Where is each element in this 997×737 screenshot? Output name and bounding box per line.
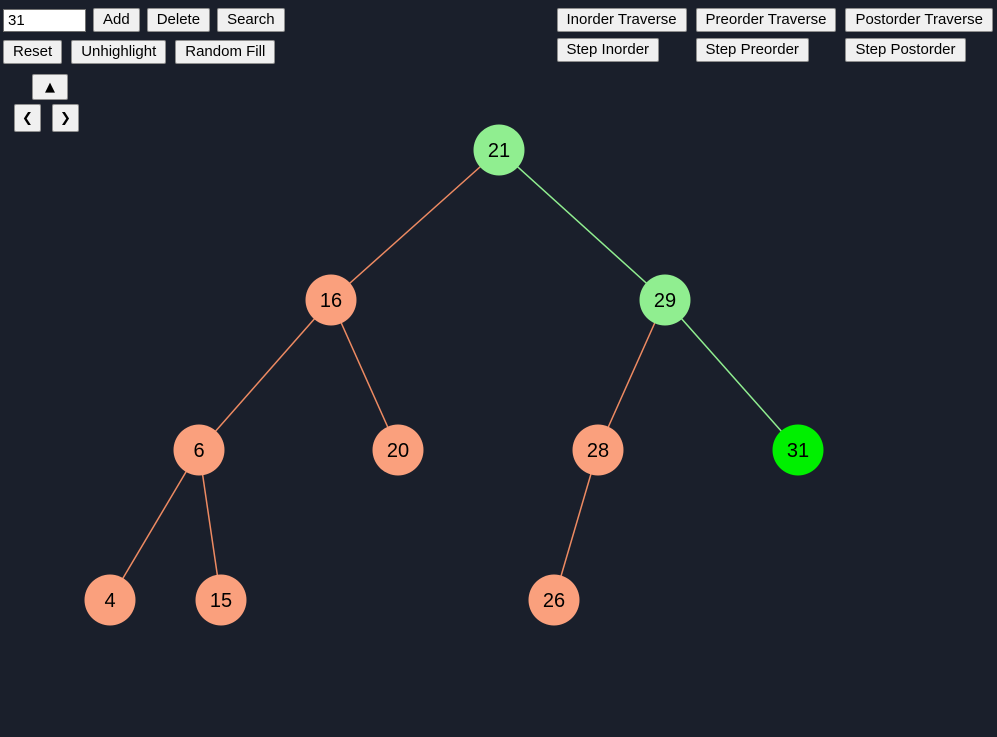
tree-node-value: 16 <box>320 290 342 312</box>
tree-node-28[interactable]: 28 <box>572 424 624 476</box>
tree-node-value: 28 <box>587 440 609 462</box>
tree-node-26[interactable]: 26 <box>528 574 580 626</box>
toolbar-left-row-1: Add Delete Search <box>3 8 285 32</box>
postorder-traverse-button[interactable]: Postorder Traverse <box>845 8 993 32</box>
tree-node-value: 15 <box>210 590 232 612</box>
tree-node-circle[interactable] <box>572 424 624 476</box>
tree-node-6[interactable]: 6 <box>173 424 225 476</box>
tree-node-15[interactable]: 15 <box>195 574 247 626</box>
tree-node-value: 6 <box>193 440 204 462</box>
tree-node-value: 4 <box>104 590 115 612</box>
tree-node-circle[interactable] <box>528 574 580 626</box>
tree-node-value: 29 <box>654 290 676 312</box>
delete-button[interactable]: Delete <box>146 8 211 32</box>
tree-node-29[interactable]: 29 <box>639 274 691 326</box>
tree-node-circle[interactable] <box>195 574 247 626</box>
tree-node-value: 21 <box>488 140 510 162</box>
chevron-left-icon: ❮ <box>22 110 33 126</box>
tree-node-circle[interactable] <box>473 124 525 176</box>
inorder-traverse-button[interactable]: Inorder Traverse <box>556 8 687 32</box>
toolbar-right: Inorder Traverse Preorder Traverse Posto… <box>556 8 993 62</box>
tree-node-16[interactable]: 16 <box>305 274 357 326</box>
tree-edge-16-6 <box>198 299 332 451</box>
tree-node-31[interactable]: 31 <box>772 424 824 476</box>
up-arrow-icon: ▲ <box>45 79 55 95</box>
search-button[interactable]: Search <box>217 8 285 32</box>
tree-edge-16-20 <box>330 299 399 451</box>
tree-edge-28-26 <box>553 449 599 601</box>
add-button[interactable]: Add <box>93 8 140 32</box>
pan-right-button[interactable]: ❯ <box>52 104 79 132</box>
tree-node-circle[interactable] <box>639 274 691 326</box>
random-fill-button[interactable]: Random Fill <box>175 40 276 64</box>
tree-edge-29-31 <box>664 299 799 451</box>
step-preorder-button[interactable]: Step Preorder <box>695 38 809 62</box>
preorder-traverse-button[interactable]: Preorder Traverse <box>695 8 837 32</box>
step-postorder-button[interactable]: Step Postorder <box>845 38 966 62</box>
tree-edge-21-16 <box>330 149 500 301</box>
tree-node-20[interactable]: 20 <box>372 424 424 476</box>
tree-node-circle[interactable] <box>772 424 824 476</box>
pan-up-button[interactable]: ▲ <box>32 74 68 100</box>
tree-node-value: 31 <box>787 440 809 462</box>
node-value-input[interactable] <box>3 8 86 32</box>
unhighlight-button[interactable]: Unhighlight <box>71 40 167 64</box>
tree-node-value: 20 <box>387 440 409 462</box>
tree-node-circle[interactable] <box>372 424 424 476</box>
tree-node-4[interactable]: 4 <box>84 574 136 626</box>
tree-node-circle[interactable] <box>173 424 225 476</box>
reset-button[interactable]: Reset <box>3 40 63 64</box>
chevron-right-icon: ❯ <box>60 110 71 126</box>
tree-node-circle[interactable] <box>305 274 357 326</box>
tree-edge-21-29 <box>498 149 666 301</box>
toolbar-left: Add Delete Search Reset Unhighlight Rand… <box>3 8 285 64</box>
tree-edge-29-28 <box>597 299 666 451</box>
step-inorder-button[interactable]: Step Inorder <box>556 38 660 62</box>
tree-node-value: 26 <box>543 590 565 612</box>
pan-left-button[interactable]: ❮ <box>14 104 41 132</box>
tree-node-21[interactable]: 21 <box>473 124 525 176</box>
tree-edge-6-4 <box>109 449 200 601</box>
toolbar-left-row-2: Reset Unhighlight Random Fill <box>3 40 285 64</box>
tree-node-circle[interactable] <box>84 574 136 626</box>
